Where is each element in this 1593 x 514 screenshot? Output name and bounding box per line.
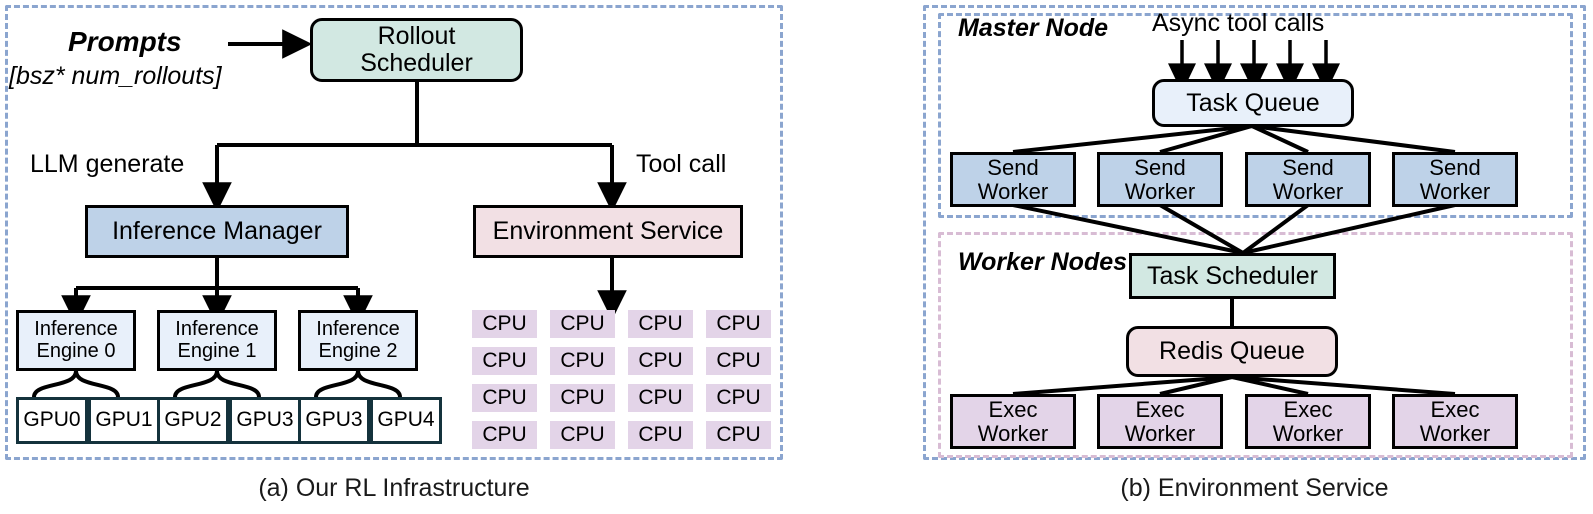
cpu-chip: CPU xyxy=(628,347,693,375)
panel-a-frame xyxy=(5,5,783,460)
exec-worker-0[interactable]: Exec Worker xyxy=(950,394,1076,449)
inference-manager-node[interactable]: Inference Manager xyxy=(85,205,349,258)
cpu-chip: CPU xyxy=(472,347,537,375)
exec-worker-3[interactable]: Exec Worker xyxy=(1392,394,1518,449)
worker-nodes-label: Worker Nodes xyxy=(958,248,1128,276)
gpu-box-1[interactable]: GPU1 xyxy=(88,397,160,444)
master-node-label: Master Node xyxy=(958,14,1109,42)
exec-worker-2[interactable]: Exec Worker xyxy=(1245,394,1371,449)
gpu-box-4[interactable]: GPU3 xyxy=(298,397,370,444)
cpu-chip: CPU xyxy=(472,421,537,449)
cpu-chip: CPU xyxy=(628,384,693,412)
send-worker-2[interactable]: Send Worker xyxy=(1245,152,1371,207)
prompts-subtitle: [bsz* num_rollouts] xyxy=(9,62,222,90)
task-scheduler-node[interactable]: Task Scheduler xyxy=(1129,253,1336,299)
gpu-box-3[interactable]: GPU3 xyxy=(229,397,301,444)
cpu-chip: CPU xyxy=(472,384,537,412)
gpu-box-5[interactable]: GPU4 xyxy=(370,397,442,444)
cpu-chip: CPU xyxy=(706,310,771,338)
cpu-chip: CPU xyxy=(550,347,615,375)
exec-worker-1[interactable]: Exec Worker xyxy=(1097,394,1223,449)
inference-engine-0[interactable]: Inference Engine 0 xyxy=(16,310,136,371)
rollout-scheduler-node[interactable]: Rollout Scheduler xyxy=(310,18,523,82)
edge-label-llm-generate: LLM generate xyxy=(30,150,185,178)
cpu-chip: CPU xyxy=(628,310,693,338)
gpu-box-2[interactable]: GPU2 xyxy=(157,397,229,444)
redis-queue-node[interactable]: Redis Queue xyxy=(1126,326,1338,377)
caption-a: (a) Our RL Infrastructure xyxy=(258,474,530,502)
edge-label-tool-call: Tool call xyxy=(636,150,727,178)
caption-b: (b) Environment Service xyxy=(1120,474,1389,502)
cpu-chip: CPU xyxy=(550,421,615,449)
environment-service-node[interactable]: Environment Service xyxy=(473,205,743,258)
send-worker-1[interactable]: Send Worker xyxy=(1097,152,1223,207)
async-tool-calls-label: Async tool calls xyxy=(1152,9,1325,37)
inference-engine-1[interactable]: Inference Engine 1 xyxy=(157,310,277,371)
cpu-chip: CPU xyxy=(550,384,615,412)
gpu-box-0[interactable]: GPU0 xyxy=(16,397,88,444)
cpu-chip: CPU xyxy=(550,310,615,338)
prompts-title: Prompts xyxy=(68,26,182,57)
cpu-chip: CPU xyxy=(706,421,771,449)
send-worker-3[interactable]: Send Worker xyxy=(1392,152,1518,207)
send-worker-0[interactable]: Send Worker xyxy=(950,152,1076,207)
panel-b-frame xyxy=(923,5,1586,460)
inference-engine-2[interactable]: Inference Engine 2 xyxy=(298,310,418,371)
cpu-chip: CPU xyxy=(472,310,537,338)
cpu-chip: CPU xyxy=(706,347,771,375)
cpu-chip: CPU xyxy=(628,421,693,449)
task-queue-node[interactable]: Task Queue xyxy=(1152,79,1354,127)
cpu-chip: CPU xyxy=(706,384,771,412)
